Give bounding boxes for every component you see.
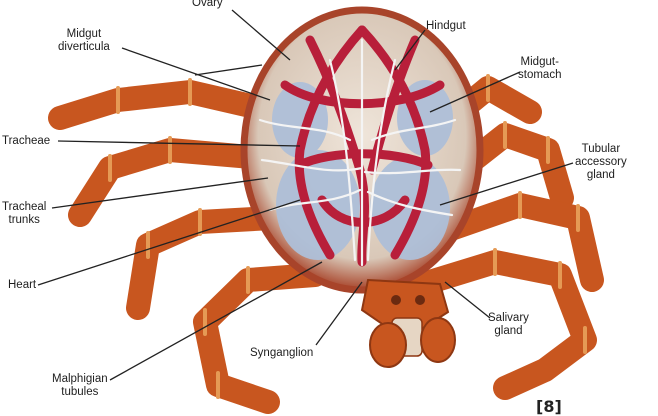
leader-ovary bbox=[232, 10, 290, 60]
label-midgut-stomach: Midgut- stomach bbox=[518, 56, 561, 82]
capitulum bbox=[362, 280, 455, 367]
label-tracheal-trunks: Tracheal trunks bbox=[2, 201, 46, 227]
leader-synganglion bbox=[316, 282, 362, 345]
leader-salivary-gland bbox=[445, 282, 490, 318]
label-malpighian-tubules: Malphigian tubules bbox=[52, 373, 108, 399]
label-tracheae: Tracheae bbox=[2, 135, 50, 148]
leader-midgut-diverticula-2 bbox=[195, 65, 262, 75]
leg-left-4 bbox=[205, 275, 315, 402]
label-salivary-gland: Salivary gland bbox=[488, 312, 529, 338]
label-tubular-accessory-gland: Tubular accessory gland bbox=[575, 143, 627, 182]
label-synganglion: Synganglion bbox=[250, 347, 313, 360]
label-midgut-diverticula: Midgut diverticula bbox=[58, 28, 110, 54]
leg-left-1 bbox=[60, 92, 268, 118]
label-hindgut: Hindgut bbox=[426, 20, 466, 33]
citation-marker: [8] bbox=[536, 397, 562, 416]
label-heart: Heart bbox=[8, 279, 36, 292]
label-ovary: Ovary bbox=[192, 0, 223, 10]
